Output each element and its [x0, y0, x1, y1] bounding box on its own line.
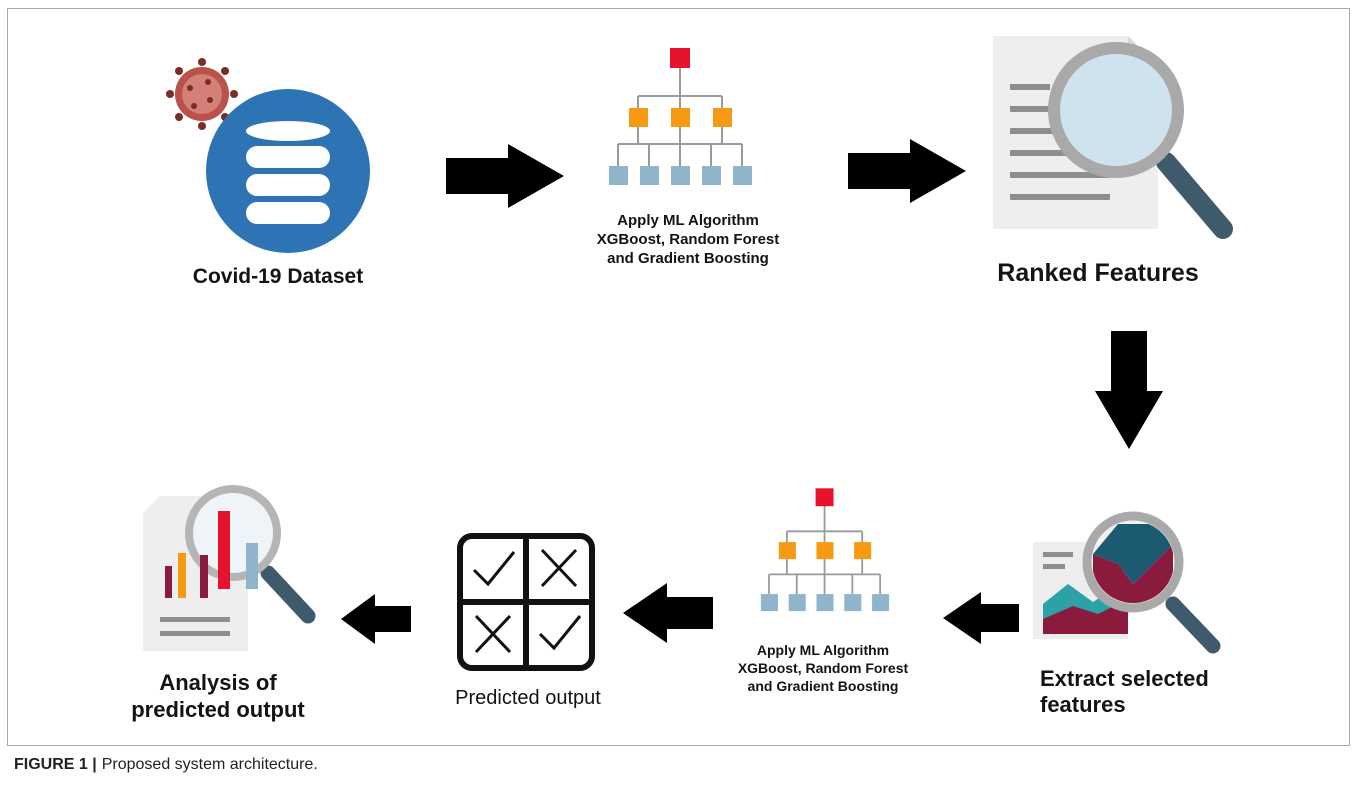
ml-top-line2: XGBoost, Random Forest [596, 231, 780, 248]
arrow-left-icon [623, 583, 713, 643]
ml-bottom-line1: Apply ML Algorithm [756, 642, 890, 658]
document-magnifier-icon [993, 36, 1233, 239]
predicted-output-label: Predicted output [455, 687, 601, 709]
extract-features-label: Extract selected features [1040, 666, 1260, 718]
arrow-right-icon [446, 144, 564, 208]
tree-hierarchy-icon [609, 48, 752, 185]
chart-magnifier-icon [1033, 511, 1221, 654]
virus-icon [166, 58, 238, 130]
ml-top-line1: Apply ML Algorithm [617, 212, 759, 229]
dataset-label: Covid-19 Dataset [192, 265, 364, 288]
extract-line1: Extract selected [1040, 666, 1209, 691]
database-icon [166, 58, 370, 253]
caption-text: Proposed system architecture. [101, 756, 318, 773]
analysis-line1: Analysis of [159, 670, 277, 695]
arrow-down-icon [1095, 331, 1163, 449]
ml-top-label: Apply ML Algorithm XGBoost, Random Fores… [568, 211, 808, 268]
arrow-right-icon [848, 139, 966, 203]
tree-hierarchy-icon [760, 488, 890, 612]
caption-label: FIGURE 1 | [14, 756, 97, 773]
arrow-left-icon [341, 594, 411, 644]
ranked-features-label: Ranked Features [997, 259, 1199, 287]
report-magnifier-icon [143, 485, 316, 651]
check-cross-grid-icon [457, 533, 595, 671]
ml-bottom-line3: and Gradient Boosting [747, 678, 899, 694]
extract-line2: features [1040, 692, 1126, 717]
analysis-label: Analysis of predicted output [108, 669, 328, 723]
ml-bottom-line2: XGBoost, Random Forest [737, 660, 909, 676]
analysis-line2: predicted output [131, 697, 305, 722]
arrow-left-icon [943, 592, 1019, 644]
ml-top-line3: and Gradient Boosting [607, 250, 769, 267]
figure-caption: FIGURE 1 |Proposed system architecture. [14, 756, 318, 774]
figure-frame: Covid-19 Dataset Apply ML Algorithm XGBo… [7, 8, 1350, 746]
ml-bottom-label: Apply ML Algorithm XGBoost, Random Fores… [708, 641, 938, 695]
